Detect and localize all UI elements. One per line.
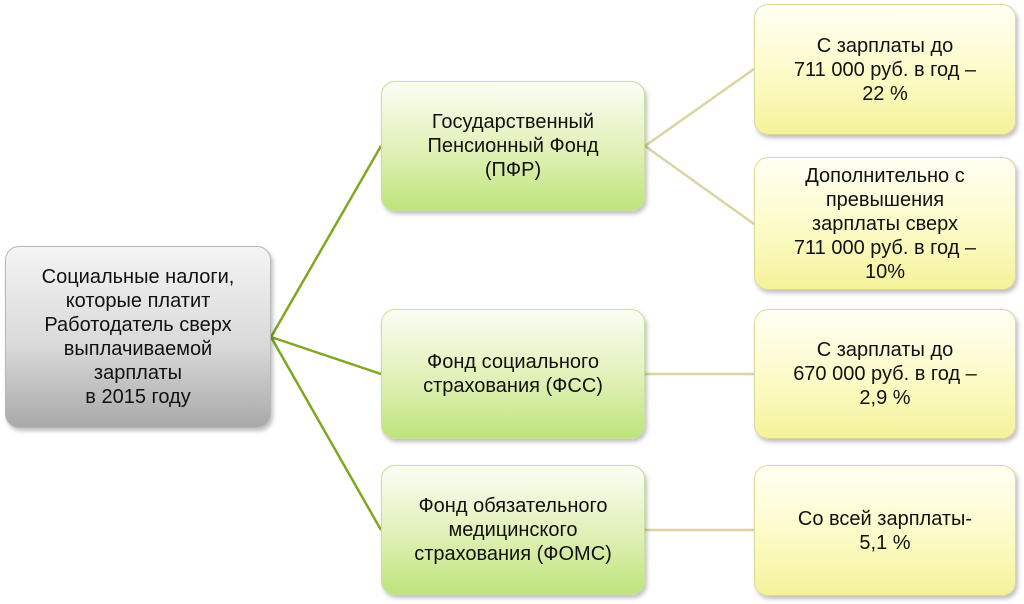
connector-pfr-rate-10 [644,144,755,226]
rate-node-pfr-22: С зарплаты до 711 000 руб. в год – 22 % [754,4,1016,135]
connector-pfr-rate-22 [644,67,755,148]
connector-root-foms [269,336,383,531]
root-node-social-taxes: Социальные налоги, которые платит Работо… [5,246,271,428]
fund-node-pfr: Государственный Пенсионный Фонд (ПФР) [381,81,645,211]
fund-node-fss: Фонд социального страхования (ФСС) [381,309,645,439]
rate-node-pfr-10: Дополнительно с превышения зарплаты свер… [754,157,1016,290]
connector-root-pfr [269,145,383,338]
connector-root-fss [270,335,382,376]
root-to-fund-connectors [269,145,383,531]
rate-node-foms-5-1: Со всей зарплаты- 5,1 % [754,465,1016,596]
fund-node-foms: Фонд обязательного медицинского страхова… [381,465,645,595]
rate-node-fss-2-9: С зарплаты до 670 000 руб. в год – 2,9 % [754,309,1016,439]
fund-to-rate-connectors [644,67,755,532]
